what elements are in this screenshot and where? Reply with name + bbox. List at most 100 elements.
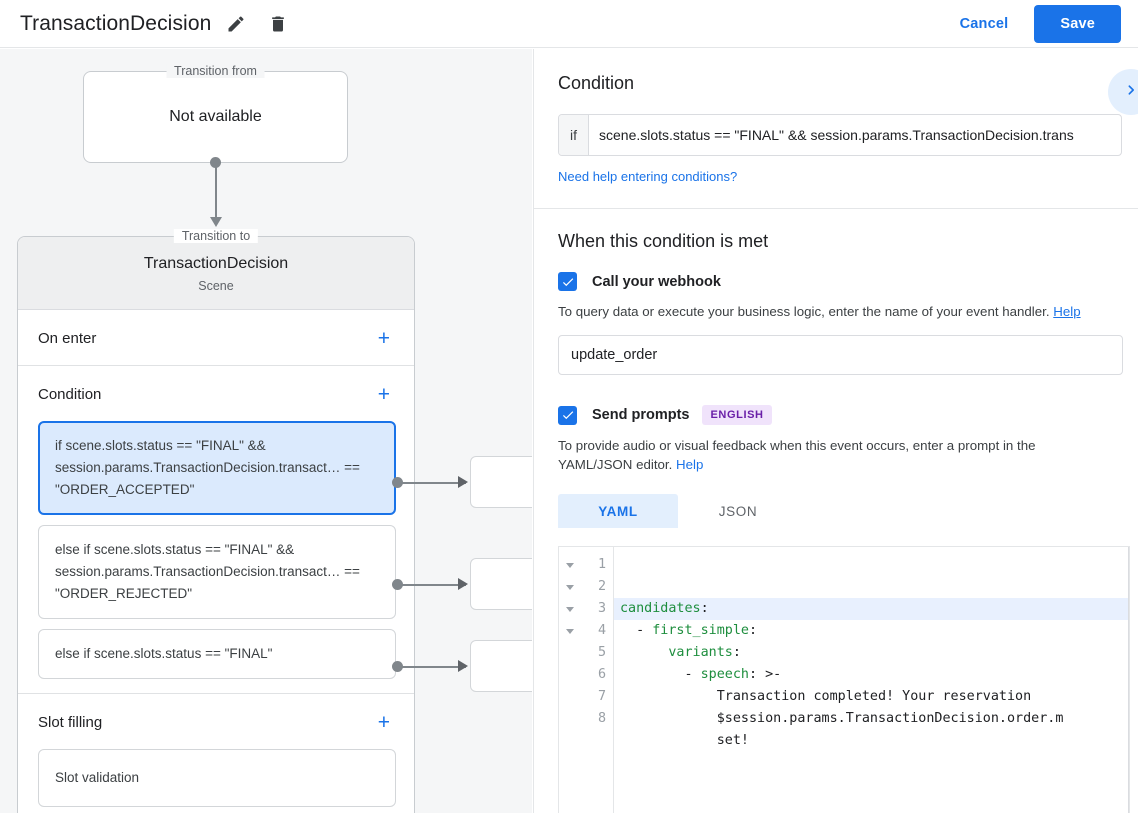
connector-dot-condition-3 xyxy=(392,661,403,672)
check-icon xyxy=(561,408,575,422)
target-node-stub[interactable] xyxy=(470,456,532,508)
yaml-key: variants xyxy=(668,645,733,660)
yaml-value: >- xyxy=(757,667,782,682)
condition-list: if scene.slots.status == "FINAL" && sess… xyxy=(18,421,414,693)
line-number: 4 xyxy=(597,623,606,638)
code-line: - speech: >- xyxy=(684,667,782,682)
tab-yaml[interactable]: YAML xyxy=(558,494,678,528)
section-slot-filling: Slot filling + Slot validation xyxy=(18,694,414,813)
transition-to-legend: Transition to xyxy=(173,229,259,243)
webhook-checkbox[interactable] xyxy=(558,272,577,291)
target-node-stub[interactable] xyxy=(470,640,532,692)
code-line: - first_simple: xyxy=(636,623,758,638)
save-button[interactable]: Save xyxy=(1034,4,1121,43)
transition-from-legend: Transition from xyxy=(166,64,265,78)
code-line: set! xyxy=(614,730,1129,752)
connector-dot-from xyxy=(210,157,221,168)
send-prompts-label: Send prompts xyxy=(592,407,690,423)
panel-condition-section: Condition if Need help entering conditio… xyxy=(534,49,1138,209)
add-condition-button[interactable]: + xyxy=(377,383,390,406)
condition-item[interactable]: else if scene.slots.status == "FINAL" &&… xyxy=(38,525,396,619)
fold-toggle[interactable] xyxy=(559,598,581,620)
section-title-condition: Condition xyxy=(38,386,102,403)
code-line: variants: xyxy=(668,645,741,660)
caret-down-icon xyxy=(566,606,574,612)
panel-condition-heading: Condition xyxy=(558,73,635,93)
yaml-value: $session.params.TransactionDecision.orde… xyxy=(716,711,1064,726)
pencil-icon xyxy=(226,14,246,34)
code-content[interactable]: candidates: - first_simple: variants: - … xyxy=(614,547,1129,813)
fold-gutter xyxy=(559,547,581,813)
edit-name-button[interactable] xyxy=(219,7,253,41)
yaml-value: Transaction completed! Your reservation xyxy=(716,689,1032,704)
scene-card[interactable]: Transition to TransactionDecision Scene … xyxy=(17,229,415,813)
transition-from-node[interactable]: Transition from Not available xyxy=(83,64,348,163)
connector-dot-condition-1 xyxy=(392,477,403,488)
expand-panel-button[interactable] xyxy=(1108,69,1138,115)
fold-toggle[interactable] xyxy=(559,554,581,576)
line-number: 5 xyxy=(597,645,606,660)
code-line xyxy=(614,752,1129,774)
chevron-right-icon xyxy=(1121,80,1138,105)
app-bar: TransactionDecision Cancel Save xyxy=(0,0,1138,48)
line-number: 1 xyxy=(597,557,606,572)
yaml-key: candidates xyxy=(620,601,701,616)
details-panel: Condition if Need help entering conditio… xyxy=(533,49,1138,813)
webhook-handler-input[interactable] xyxy=(558,335,1123,375)
tab-json[interactable]: JSON xyxy=(718,503,758,519)
line-number: 3 xyxy=(597,601,606,616)
slot-validation-item[interactable]: Slot validation xyxy=(38,749,396,807)
condition-item[interactable]: if scene.slots.status == "FINAL" && sess… xyxy=(38,421,396,515)
scene-graph-canvas[interactable]: Transition from Not available Transition… xyxy=(0,49,532,813)
connector-line-condition-2 xyxy=(398,584,466,586)
transition-from-value: Not available xyxy=(169,108,262,125)
if-label: if xyxy=(559,115,589,155)
connector-arrow-condition-2 xyxy=(458,578,468,590)
webhook-label: Call your webhook xyxy=(592,273,721,290)
editor-format-tabs: YAML JSON xyxy=(558,494,1138,528)
connector-arrow-down xyxy=(210,217,222,227)
caret-down-icon xyxy=(566,562,574,568)
send-prompts-description: To provide audio or visual feedback when… xyxy=(558,436,1111,474)
section-on-enter: On enter + xyxy=(18,310,414,366)
section-title-slot-filling: Slot filling xyxy=(38,714,103,731)
scene-card-header: TransactionDecision Scene xyxy=(18,237,414,310)
webhook-description-text: To query data or execute your business l… xyxy=(558,304,1054,319)
send-prompts-checkbox[interactable] xyxy=(558,405,577,425)
delete-button[interactable] xyxy=(261,7,295,41)
yaml-value: set! xyxy=(716,733,749,748)
section-header-on-enter: On enter + xyxy=(18,310,414,365)
section-title-on-enter: On enter xyxy=(38,330,97,347)
webhook-help-link[interactable]: Help xyxy=(1053,304,1081,319)
line-number: 7 xyxy=(597,689,606,704)
cancel-button[interactable]: Cancel xyxy=(946,7,1023,41)
add-on-enter-button[interactable]: + xyxy=(377,327,390,350)
scene-kind: Scene xyxy=(198,279,234,293)
check-icon xyxy=(561,275,575,289)
editor-vertical-scrollbar[interactable] xyxy=(1128,547,1129,813)
section-condition: Condition + if scene.slots.status == "FI… xyxy=(18,366,414,694)
connector-dot-condition-2 xyxy=(392,579,403,590)
fold-toggle[interactable] xyxy=(559,620,581,642)
target-node-stub[interactable] xyxy=(470,558,532,610)
condition-item[interactable]: else if scene.slots.status == "FINAL" xyxy=(38,629,396,679)
condition-expression-input[interactable] xyxy=(589,115,1121,155)
add-slot-filling-button[interactable]: + xyxy=(377,711,390,734)
caret-down-icon xyxy=(566,628,574,634)
send-prompts-help-link[interactable]: Help xyxy=(676,457,704,472)
fold-toggle[interactable] xyxy=(559,576,581,598)
condition-input-row[interactable]: if xyxy=(558,114,1122,156)
condition-help-link[interactable]: Need help entering conditions? xyxy=(558,169,738,184)
caret-down-icon xyxy=(566,584,574,590)
send-prompts-description-text: To provide audio or visual feedback when… xyxy=(558,438,1036,472)
slot-filling-list: Slot validation xyxy=(18,749,414,813)
language-badge: ENGLISH xyxy=(702,405,772,425)
section-header-condition: Condition + xyxy=(18,366,414,421)
send-prompts-row: Send prompts ENGLISH xyxy=(558,405,1138,425)
section-header-slot-filling: Slot filling + xyxy=(18,694,414,749)
panel-when-met-heading: When this condition is met xyxy=(558,231,769,251)
code-line: candidates: xyxy=(614,598,1129,620)
code-line: $session.params.TransactionDecision.orde… xyxy=(614,708,1129,730)
